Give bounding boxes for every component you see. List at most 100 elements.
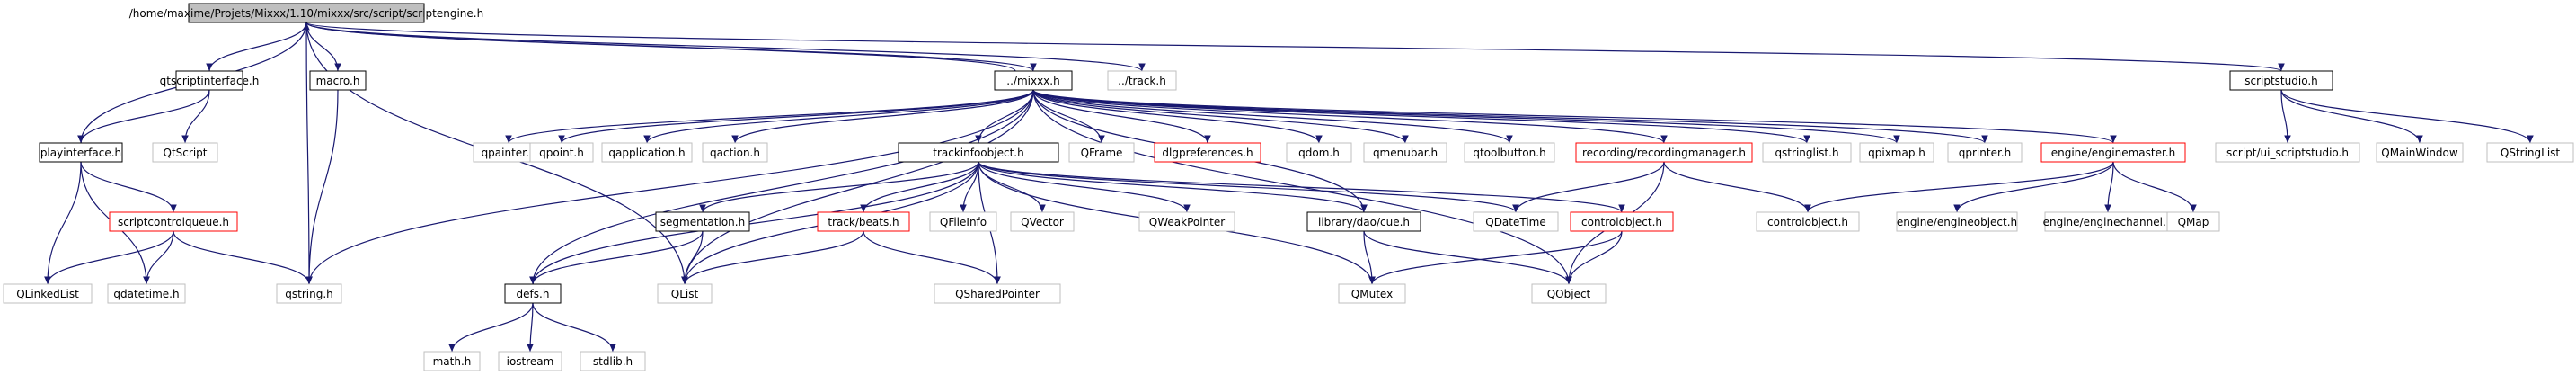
edge-mixxx-to-qstring — [305, 89, 1034, 285]
node-label-qmenubar: qmenubar.h — [1373, 147, 1438, 159]
node-label-qweakpointer: QWeakPointer — [1149, 216, 1225, 228]
node-label-engineobject: engine/engineobject.h — [1897, 216, 2017, 228]
node-qpixmap: qpixmap.h — [1859, 142, 1934, 163]
edge-beats-to-qsharedpointer — [863, 230, 1001, 285]
node-box-qmutex — [1338, 283, 1406, 304]
edge-scriptcontrolqueue-to-qdatetimeh — [143, 230, 174, 285]
edge-recordingmanager-to-qdatetimecls — [1512, 161, 1665, 213]
node-box-track — [1107, 70, 1177, 91]
node-box-ui_scriptstudio — [2215, 142, 2360, 163]
node-box-controlobject2 — [1756, 211, 1860, 232]
edge-mixxx-to-qlist — [681, 89, 1034, 285]
node-box-stdlib — [580, 351, 646, 371]
node-qvector: QVector — [1010, 211, 1075, 232]
edge-trackinfoobject-to-controlobject — [978, 161, 1625, 213]
edge-mixxx-to-qpainter — [505, 89, 1034, 144]
node-box-cue — [1306, 211, 1421, 232]
edge-scriptstudio-to-ui_scriptstudio — [2280, 89, 2291, 144]
node-box-qdatetimecls — [1473, 211, 1559, 232]
node-label-trackinfoobject: trackinfoobject.h — [933, 147, 1023, 159]
node-box-qlist — [657, 283, 713, 304]
node-label-qsharedpointer: QSharedPointer — [955, 288, 1040, 300]
edge-trackinfoobject-to-qweakpointer — [978, 161, 1191, 213]
node-scriptstudio[interactable]: scriptstudio.h — [2229, 70, 2333, 91]
edge-trackinfoobject-to-cue — [978, 161, 1368, 213]
node-label-controlobject2: controlobject.h — [1767, 216, 1848, 228]
node-label-cue: library/dao/cue.h — [1318, 216, 1410, 228]
edge-mixxx-to-qapplication — [643, 89, 1034, 144]
node-controlobject2: controlobject.h — [1756, 211, 1860, 232]
node-qprinter: qprinter.h — [1947, 142, 2023, 163]
edge-enginemaster-to-engineobject — [1953, 161, 2114, 213]
node-box-dlgpreferences — [1154, 142, 1261, 163]
edge-root-to-track — [305, 22, 1146, 72]
edge-mixxx-to-qaction — [731, 89, 1034, 144]
node-label-qstringlist: qstringlist.h — [1775, 147, 1838, 159]
node-label-qvector: QVector — [1021, 216, 1064, 228]
edge-scriptstudio-to-qstringlistcls — [2280, 89, 2534, 144]
node-trackinfoobject[interactable]: trackinfoobject.h — [898, 142, 1059, 163]
node-box-qpixmap — [1859, 142, 1934, 163]
node-enginemaster: engine/enginemaster.h — [2040, 142, 2186, 163]
edge-root-to-qstring — [305, 22, 313, 285]
edge-beats-to-qlist — [681, 230, 864, 285]
edge-mixxx-to-qdom — [1032, 89, 1323, 144]
node-macro[interactable]: macro.h — [309, 70, 367, 91]
node-qtoolbutton: qtoolbutton.h — [1464, 142, 1555, 163]
node-box-iostream — [498, 351, 562, 371]
node-mixxx[interactable]: ../mixxx.h — [994, 70, 1073, 91]
node-root[interactable]: /home/maxime/Projets/Mixxx/1.10/mixxx/sr… — [129, 3, 483, 23]
dependency-nodes: /home/maxime/Projets/Mixxx/1.10/mixxx/sr… — [3, 3, 2574, 371]
node-box-qtscript — [152, 142, 218, 163]
node-label-scriptstudio: scriptstudio.h — [2244, 75, 2318, 87]
edge-trackinfoobject-to-qdatetimecls — [978, 161, 1519, 213]
node-qtscript: QtScript — [152, 142, 218, 163]
node-box-recordingmanager — [1575, 142, 1753, 163]
node-qmutex: QMutex — [1338, 283, 1406, 304]
node-controlobject: controlobject.h — [1570, 211, 1674, 232]
edge-mixxx-to-trackinfoobject — [975, 89, 1034, 144]
node-playinterface[interactable]: playinterface.h — [39, 142, 123, 163]
edge-scriptstudio-to-qmainwindow — [2280, 89, 2423, 144]
node-box-qaction — [702, 142, 768, 163]
node-box-qtoolbutton — [1464, 142, 1555, 163]
node-label-ui_scriptstudio: script/ui_scriptstudio.h — [2226, 147, 2349, 159]
node-label-qlinkedlist: QLinkedList — [16, 288, 79, 300]
node-box-defs — [504, 283, 562, 304]
edge-playinterface-to-scriptcontrolqueue — [80, 161, 177, 213]
node-engineobject: engine/engineobject.h — [1896, 211, 2018, 232]
node-label-segmentation: segmentation.h — [660, 216, 745, 228]
node-box-qdatetimeh — [107, 283, 186, 304]
node-box-qprinter — [1947, 142, 2023, 163]
node-qdatetimecls: QDateTime — [1473, 211, 1559, 232]
edge-mixxx-to-qtoolbutton — [1032, 89, 1513, 144]
node-label-qdatetimeh: qdatetime.h — [113, 288, 179, 300]
edge-mixxx-to-dlgpreferences — [1032, 89, 1211, 144]
node-qtscriptinterface[interactable]: qtscriptinterface.h — [160, 70, 260, 91]
node-label-stdlib: stdlib.h — [593, 355, 633, 368]
edge-mixxx-to-enginemaster — [1032, 89, 2117, 144]
edge-defs-to-iostream — [527, 302, 534, 353]
node-label-qpoint: qpoint.h — [539, 147, 584, 159]
node-label-dlgpreferences: dlgpreferences.h — [1162, 147, 1253, 159]
node-defs[interactable]: defs.h — [504, 283, 562, 304]
node-beats: track/beats.h — [817, 211, 910, 232]
node-box-qsharedpointer — [934, 283, 1061, 304]
node-enginechannel: engine/enginechannel.h — [2043, 211, 2173, 232]
edge-mixxx-to-qmenubar — [1032, 89, 1409, 144]
node-box-qmap — [2166, 211, 2220, 232]
node-qaction: qaction.h — [702, 142, 768, 163]
node-box-qapplication — [601, 142, 693, 163]
node-box-controlobject — [1570, 211, 1674, 232]
node-recordingmanager: recording/recordingmanager.h — [1575, 142, 1753, 163]
node-label-qpainter: qpainter.h — [482, 147, 536, 159]
edge-qtscriptinterface-to-playinterface — [77, 89, 210, 144]
node-cue[interactable]: library/dao/cue.h — [1306, 211, 1421, 232]
node-label-qstringlistcls: QStringList — [2501, 147, 2561, 159]
node-label-qlist: QList — [671, 288, 699, 300]
node-box-qtscriptinterface — [175, 70, 243, 91]
edge-enginemaster-to-qmap — [2112, 161, 2197, 213]
node-box-enginemaster — [2040, 142, 2186, 163]
node-segmentation[interactable]: segmentation.h — [655, 211, 750, 232]
edge-defs-to-math — [448, 302, 534, 353]
